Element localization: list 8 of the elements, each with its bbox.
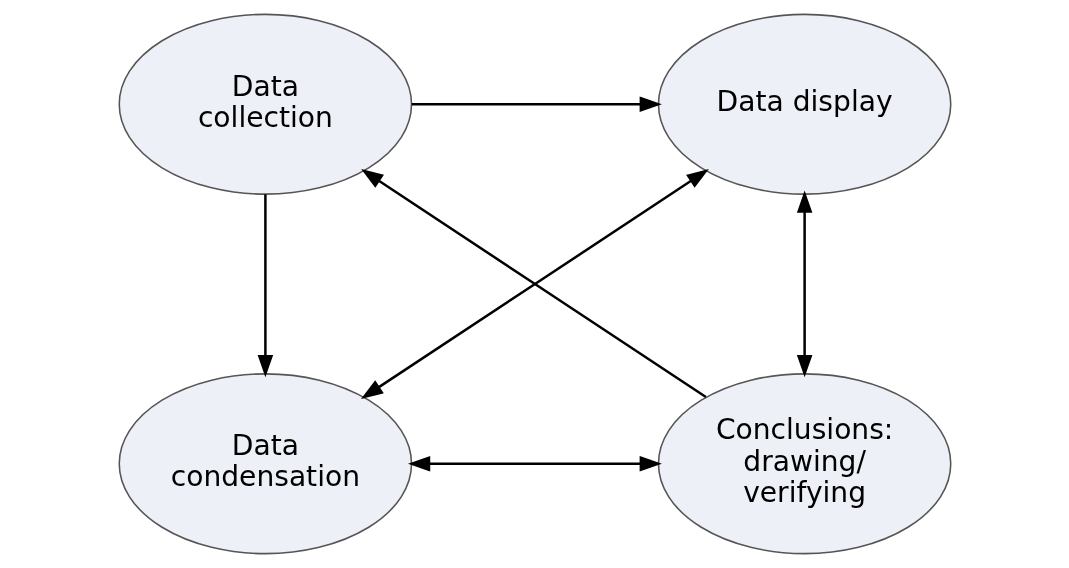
node-ellipse: Data collection [117,13,412,195]
arrow [407,455,662,472]
node-ellipse: Data condensation [117,373,412,555]
arrow [411,96,662,113]
arrow [796,190,812,378]
node-ellipse: Data display [657,13,952,195]
node-ellipse: Conclusions: drawing/ verifying [657,373,952,555]
arrow [257,194,273,378]
